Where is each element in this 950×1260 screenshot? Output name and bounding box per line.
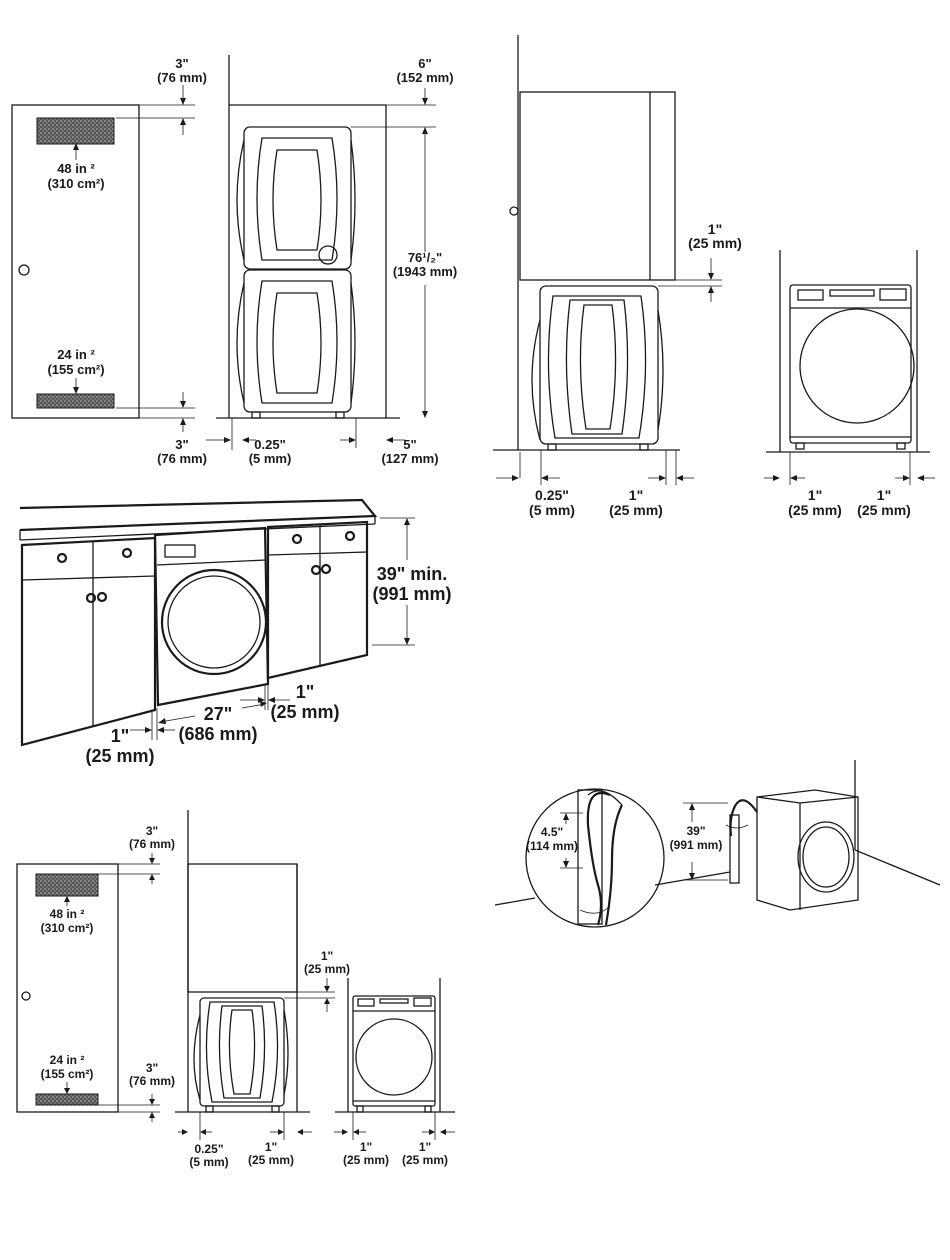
fig4-inset-label: 4.5"(114 mm) [526,825,578,853]
fig1-closet-walls [216,55,400,419]
fig1-bottom-vent [36,393,115,409]
fig5-side-view [175,810,335,1140]
fig1-stacked-washer-dryer [236,126,356,419]
fig3-height-label: 39" min.(991 mm) [372,564,451,604]
fig2-side-view [493,35,722,485]
fig4-height-label: 39"(991 mm) [670,824,723,852]
fig1-top-vent-label: 48 in ²(310 cm²) [47,161,104,191]
fig2-front-right-label: 1"(25 mm) [857,487,911,518]
fig3-countertop-cabinets [19,498,378,747]
fig3-under-counter: 39" min.(991 mm) 1"(25 mm) 27"(686 mm) 1… [19,498,452,766]
fig1-rear-clear-label: 5"(127 mm) [381,437,438,466]
fig2-under-cabinet: 1"(25 mm) 0.25"(5 mm) 1"(25 mm) [493,35,935,518]
fig4-washer [725,789,859,911]
fig2-top-gap-label: 1"(25 mm) [688,221,742,251]
fig5-closet-door [16,853,160,1122]
fig1-bottom-gap-label: 3"(76 mm) [157,437,207,466]
fig5-side-left-label: 0.25"(5 mm) [189,1142,228,1169]
fig3-left-gap-label: 1"(25 mm) [85,726,154,766]
fig1-closet-door [11,85,195,432]
fig2-side-left-label: 0.25"(5 mm) [529,487,575,518]
fig1-top-gap-label: 3"(76 mm) [157,56,207,85]
fig1-side-clear-label: 0.25"(5 mm) [249,437,292,466]
fig5-top-gap-label: 3"(76 mm) [129,824,175,851]
fig5-side-right-label: 1"(25 mm) [248,1140,294,1167]
fig5-bottom-vent [35,1093,99,1106]
fig2-front-view [764,250,935,485]
fig1-height-label: 76¹/₂"(1943 mm) [393,250,457,279]
fig5-bottom-vent-label: 24 in ²(155 cm²) [41,1053,94,1081]
fig1-bottom-vent-label: 24 in ²(155 cm²) [47,347,104,377]
fig5-front-left-label: 1"(25 mm) [343,1140,389,1167]
fig5-top-vent [35,873,99,897]
fig2-side-right-label: 1"(25 mm) [609,487,663,518]
fig3-right-gap-label: 1"(25 mm) [270,682,339,722]
fig4-drain-standpipe: 4.5"(114 mm) 39"(991 mm) [494,760,941,928]
fig1-closet-stacked: 3"(76 mm) 48 in ²(310 cm²) 24 in ²(155 c… [11,55,457,466]
fig5-closet-single: 3"(76 mm) 48 in ²(310 cm²) 24 in ²(155 c… [16,810,455,1169]
fig5-bottom-gap-label: 3"(76 mm) [129,1061,175,1088]
fig5-front-view [334,978,455,1140]
fig2-front-left-label: 1"(25 mm) [788,487,842,518]
fig5-top-clear-label: 1"(25 mm) [304,949,350,976]
fig1-top-clear-label: 6"(152 mm) [396,56,453,85]
fig3-width-label: 27"(686 mm) [178,704,257,744]
fig5-front-right-label: 1"(25 mm) [402,1140,448,1167]
fig4-zoom-circle [525,788,665,928]
fig5-top-vent-label: 48 in ²(310 cm²) [41,907,94,935]
fig1-top-vent [36,117,115,145]
